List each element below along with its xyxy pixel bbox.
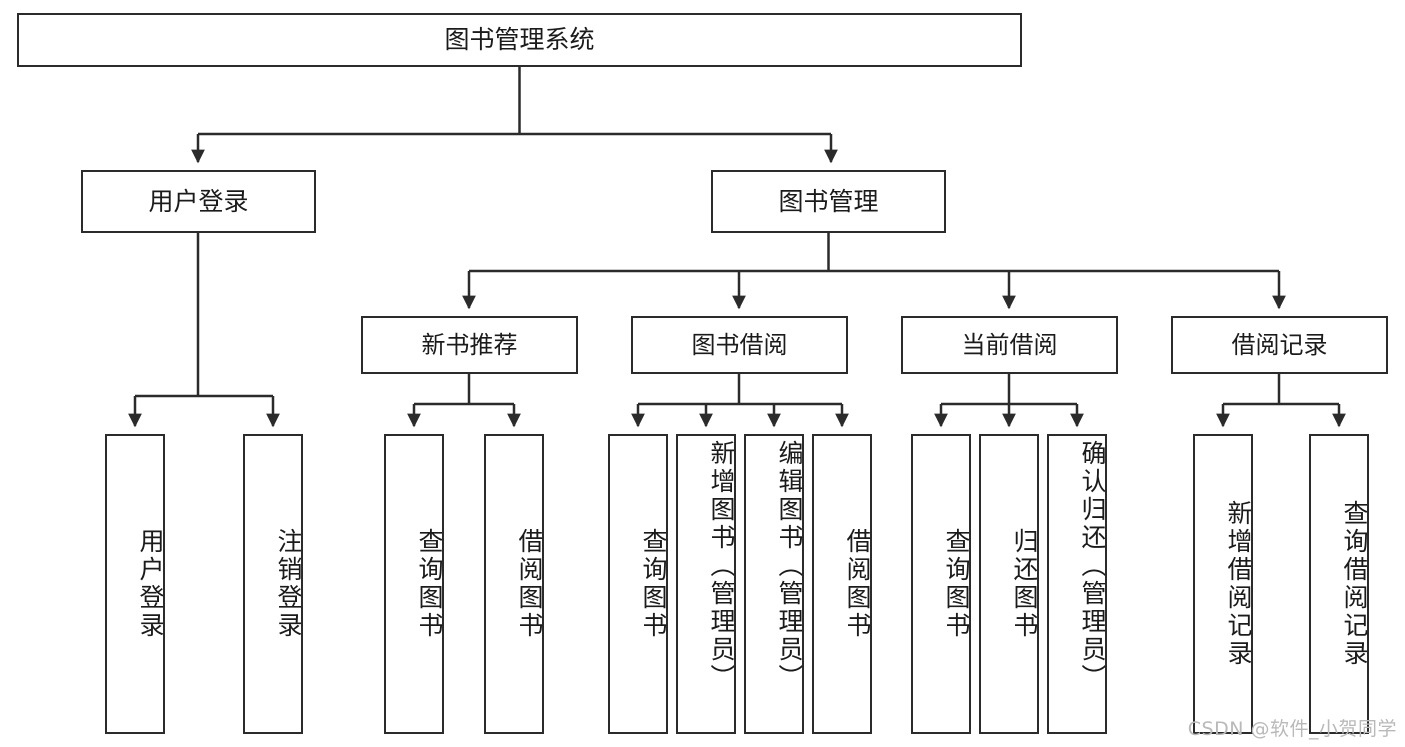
node-book-management-label: 图书管理 [778,186,879,216]
node-leaf-return-book[interactable]: 归还图书 [979,434,1039,734]
node-leaf-borrow-book[interactable]: 借阅图书 [812,434,872,734]
node-leaf-borrow-book-recommend-label: 借阅图书 [515,528,544,640]
node-current-borrow-label: 当前借阅 [961,330,1058,359]
node-leaf-logout-label: 注销登录 [274,528,303,640]
node-root[interactable]: 图书管理系统 [17,13,1022,67]
node-leaf-query-book-recommend-label: 查询图书 [415,528,444,640]
node-leaf-query-book-label: 查询图书 [639,528,668,640]
node-leaf-query-borrow-record[interactable]: 查询借阅记录 [1309,434,1369,734]
node-book-borrow[interactable]: 图书借阅 [631,316,848,374]
node-leaf-query-borrow-record-label: 查询借阅记录 [1340,500,1369,668]
node-user-login-label: 用户登录 [148,186,249,216]
node-user-login[interactable]: 用户登录 [81,170,316,233]
node-new-book-recommend[interactable]: 新书推荐 [361,316,578,374]
node-leaf-confirm-return-admin-label: 确认归还（管理员） [1078,440,1107,692]
node-leaf-query-book-current-label: 查询图书 [942,528,971,640]
node-leaf-edit-book-admin[interactable]: 编辑图书（管理员） [744,434,804,734]
node-leaf-edit-book-admin-label: 编辑图书（管理员） [775,440,804,692]
node-root-label: 图书管理系统 [444,25,595,54]
node-borrow-records[interactable]: 借阅记录 [1171,316,1388,374]
node-new-book-recommend-label: 新书推荐 [421,330,518,359]
node-leaf-logout[interactable]: 注销登录 [243,434,303,734]
node-leaf-return-book-label: 归还图书 [1010,528,1039,640]
node-book-management[interactable]: 图书管理 [711,170,946,233]
node-leaf-confirm-return-admin[interactable]: 确认归还（管理员） [1047,434,1107,734]
node-leaf-user-login-label: 用户登录 [136,528,165,640]
node-leaf-query-book-current[interactable]: 查询图书 [911,434,971,734]
node-book-borrow-label: 图书借阅 [691,330,788,359]
node-leaf-query-book-recommend[interactable]: 查询图书 [384,434,444,734]
node-leaf-query-book[interactable]: 查询图书 [608,434,668,734]
node-leaf-add-borrow-record[interactable]: 新增借阅记录 [1193,434,1253,734]
node-leaf-add-book-admin[interactable]: 新增图书（管理员） [676,434,736,734]
node-leaf-add-book-admin-label: 新增图书（管理员） [707,440,736,692]
node-leaf-add-borrow-record-label: 新增借阅记录 [1224,500,1253,668]
node-current-borrow[interactable]: 当前借阅 [901,316,1118,374]
node-leaf-user-login[interactable]: 用户登录 [105,434,165,734]
node-leaf-borrow-book-label: 借阅图书 [843,528,872,640]
node-borrow-records-label: 借阅记录 [1231,330,1328,359]
node-leaf-borrow-book-recommend[interactable]: 借阅图书 [484,434,544,734]
